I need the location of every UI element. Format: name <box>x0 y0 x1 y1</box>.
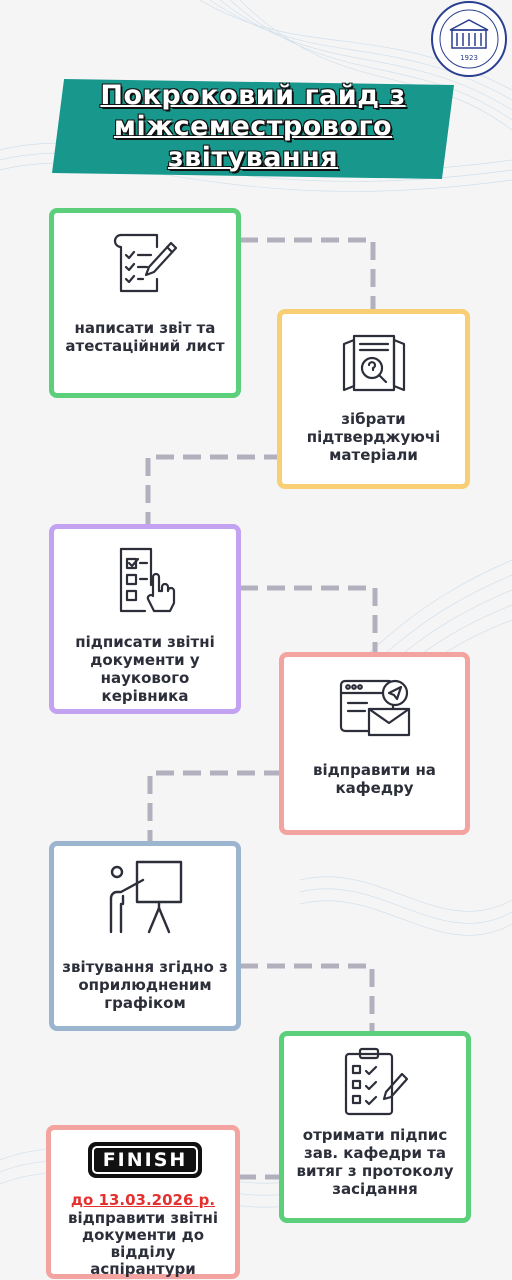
browser-mail-send-icon <box>339 679 410 737</box>
title-line-3: звітування <box>167 142 339 173</box>
title-line-2: міжсеместрового <box>113 111 393 142</box>
step-label-send-department: відправити на кафедру <box>313 761 436 797</box>
finish-deadline: до 13.03.2026 р. <box>70 1191 216 1209</box>
step-label-get-signature: отримати підпис зав. кафедри та витяг з … <box>296 1126 454 1198</box>
step-card-sign-documents: підписати звітні документи у наукового к… <box>49 524 241 714</box>
document-pencil-icon <box>113 233 178 293</box>
finish-badge-text: FINISH <box>92 1146 198 1174</box>
title-line-1: Покроковий гайд з <box>100 80 406 111</box>
step-label-write-report: написати звіт та атестаційний лист <box>65 319 225 355</box>
finish-card: FINISH до 13.03.2026 р. відправити звітн… <box>46 1125 240 1279</box>
page-title: Покроковий гайд з міжсеместрового звітув… <box>52 80 454 173</box>
logo-year: 1923 <box>460 54 478 62</box>
presentation-board-icon <box>109 860 183 934</box>
step-label-sign-documents: підписати звітні документи у наукового к… <box>75 633 215 705</box>
title-banner <box>52 79 454 179</box>
step-card-write-report: написати звіт та атестаційний лист <box>49 208 241 398</box>
step-card-reporting-schedule: звітування згідно з оприлюдненим графіко… <box>49 841 241 1031</box>
university-seal-icon: 1923 <box>431 1 507 77</box>
step-card-send-department: відправити на кафедру <box>279 652 470 835</box>
step-label-reporting-schedule: звітування згідно з оприлюдненим графіко… <box>62 958 228 1012</box>
step-card-get-signature: отримати підпис зав. кафедри та витяг з … <box>279 1031 471 1223</box>
checklist-hand-icon <box>119 547 176 613</box>
finish-label: відправити звітні документи до відділу а… <box>68 1209 218 1278</box>
documents-magnifier-icon <box>342 334 405 392</box>
finish-badge: FINISH <box>88 1142 202 1178</box>
step-label-collect-materials: зібрати підтверджуючі матеріали <box>306 410 441 464</box>
step-card-collect-materials: зібрати підтверджуючі матеріали <box>277 309 470 489</box>
clipboard-checklist-icon <box>344 1047 409 1116</box>
